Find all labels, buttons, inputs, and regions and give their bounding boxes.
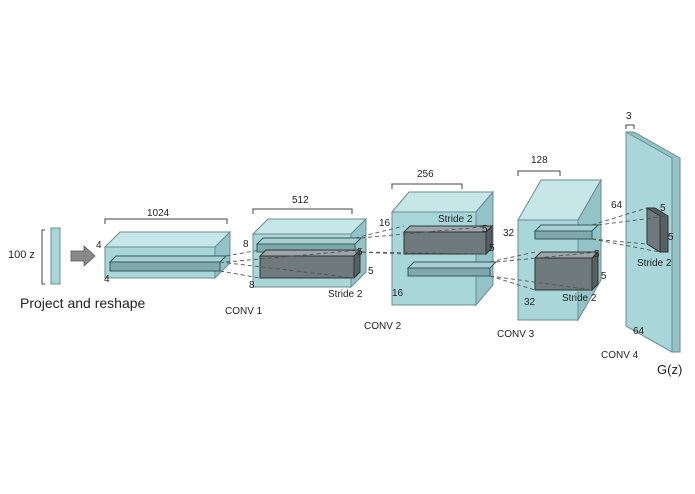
project-width-label: 4 <box>104 274 110 285</box>
conv2-name: CONV 2 <box>364 321 402 332</box>
conv3-height-label: 32 <box>503 228 515 239</box>
conv4-height-label: 64 <box>611 200 623 211</box>
conv4-kernel-label-b: 5 <box>668 232 674 243</box>
conv2-height-label: 16 <box>379 218 391 229</box>
input-z-vector: 100 z <box>8 227 61 285</box>
conv4-name: CONV 4 <box>601 350 639 361</box>
conv3-depth-brace <box>517 170 561 176</box>
conv3-stride-label: Stride 2 <box>562 293 597 304</box>
conv2-depth-brace <box>391 183 463 189</box>
conv2-kernel-label: 5 <box>482 224 488 235</box>
conv4-output-plane <box>625 131 681 353</box>
conv2-block <box>390 190 498 307</box>
conv3-depth-label: 128 <box>531 155 548 166</box>
conv2-width-label: 16 <box>392 288 404 299</box>
conv1-kernel-label-b: 5 <box>368 266 374 277</box>
projection-lines <box>219 207 669 291</box>
conv3-kernel-label-b: 5 <box>601 271 607 282</box>
conv4-stride-label: Stride 2 <box>637 258 672 269</box>
input-size-label: 100 z <box>8 249 35 261</box>
project-block <box>103 230 232 280</box>
conv1-depth-label: 512 <box>292 195 309 206</box>
conv1-block <box>251 217 368 289</box>
conv4-kernel-label: 5 <box>660 203 666 214</box>
conv4-width-label: 64 <box>633 326 645 337</box>
conv2-stride-label: Stride 2 <box>438 214 473 225</box>
conv3-name: CONV 3 <box>497 329 535 340</box>
conv3-width-label: 32 <box>524 297 536 308</box>
conv1-stride-label: Stride 2 <box>328 289 363 300</box>
conv1-width-label: 8 <box>249 280 255 291</box>
conv4-depth-label: 3 <box>626 111 632 122</box>
conv3-block <box>517 178 602 322</box>
output-label: G(z) <box>657 362 682 377</box>
conv1-depth-brace <box>252 208 353 214</box>
conv1-name: CONV 1 <box>225 306 263 317</box>
conv2-kernel-label-b: 5 <box>489 243 495 254</box>
conv3-kernel-label: 5 <box>594 249 600 260</box>
project-reshape-caption: Project and reshape <box>20 295 146 311</box>
conv2-depth-label: 256 <box>417 169 434 180</box>
conv1-kernel-label: 5 <box>357 247 363 258</box>
project-height-label: 4 <box>96 240 102 251</box>
project-depth-brace <box>104 218 228 224</box>
arrow-right-icon <box>70 245 96 267</box>
conv4-depth-brace <box>625 124 635 129</box>
project-depth-label: 1024 <box>147 208 170 219</box>
conv1-height-label: 8 <box>243 239 249 250</box>
